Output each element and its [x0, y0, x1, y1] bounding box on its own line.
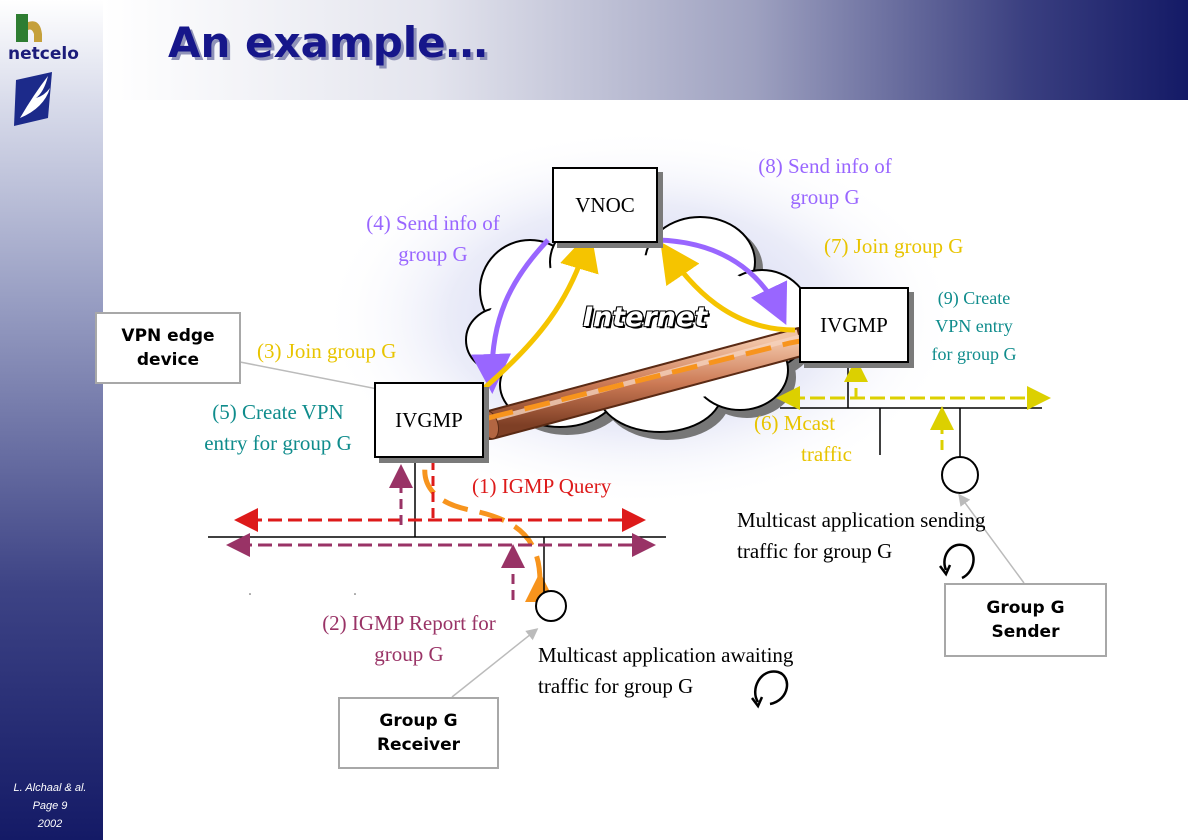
netcelo-logo-icon	[16, 14, 42, 42]
step-5-line1: (5) Create VPN	[212, 400, 344, 424]
step-3-label: (3) Join group G	[257, 339, 397, 363]
arrow-join-right	[660, 241, 796, 333]
sidebar-band	[0, 0, 103, 840]
vpn-edge-line2: device	[136, 350, 200, 370]
sender-line2: Sender	[991, 622, 1060, 642]
ivgmp-right-node: IVGMP	[799, 287, 909, 363]
ivgmp-left-node: IVGMP	[374, 382, 484, 458]
sender-pointer	[958, 493, 1025, 584]
step-7-label: (7) Join group G	[824, 234, 964, 258]
step-2-line2: group G	[374, 642, 444, 666]
vnoc-node: VNOC	[552, 167, 658, 243]
step-6-label: (6) Mcast traffic	[754, 408, 852, 470]
receiver-host-icon	[535, 590, 567, 622]
stray-dot	[249, 593, 251, 595]
netcelo-logo-text: netcelo	[8, 44, 79, 64]
receiver-loop-icon	[751, 670, 789, 709]
step-8-label: (8) Send info of group G	[734, 151, 916, 213]
footer-author: L. Alchaal & al.	[13, 782, 87, 794]
receiver-app-line2: traffic for group G	[538, 674, 694, 698]
receiver-line2: Receiver	[376, 735, 461, 755]
step-2-line1: (2) IGMP Report for	[322, 611, 496, 635]
arrow-send-info-left	[471, 238, 550, 394]
step-9-line3: for group G	[931, 344, 1017, 364]
receiver-callout: Group G Receiver	[338, 697, 499, 769]
step-1-label: (1) IGMP Query	[472, 474, 612, 498]
step-6-line2: traffic	[801, 442, 852, 466]
footer-page: Page 9	[32, 800, 68, 812]
sender-app-label: Multicast application sending traffic fo…	[737, 505, 985, 567]
step-9-line1: (9) Create	[937, 288, 1011, 308]
step-4-label: (4) Send info of group G	[340, 208, 526, 270]
receiver-line1: Group G	[379, 711, 458, 731]
sender-line1: Group G	[986, 598, 1065, 618]
vpn-edge-callout: VPN edge device	[95, 312, 241, 384]
step-8-line1: (8) Send info of	[758, 154, 892, 178]
sender-callout: Group G Sender	[944, 583, 1107, 657]
vpn-edge-line1: VPN edge	[121, 326, 215, 346]
step-4-line1: (4) Send info of	[366, 211, 500, 235]
sender-app-line1: Multicast application sending	[737, 508, 986, 532]
internet-label: Internet	[583, 302, 708, 333]
vpn-edge-pointer	[239, 361, 401, 398]
step-5-label: (5) Create VPN entry for group G	[180, 397, 376, 459]
receiver-pointer	[451, 628, 539, 698]
bird-logo-icon	[14, 72, 52, 126]
arrow-join-left	[480, 230, 599, 392]
step-5-line2: entry for group G	[204, 431, 352, 455]
step-9-label: (9) Create VPN entry for group G	[910, 284, 1038, 368]
step-6-line1: (6) Mcast	[754, 411, 836, 435]
footer-year: 2002	[37, 818, 63, 830]
title-bar	[103, 0, 1188, 100]
step-4-line2: group G	[398, 242, 468, 266]
receiver-app-line1: Multicast application awaiting	[538, 643, 794, 667]
sender-loop-icon	[939, 543, 975, 580]
receiver-app-label: Multicast application awaiting traffic f…	[538, 640, 793, 702]
step-2-label: (2) IGMP Report for group G	[298, 608, 520, 670]
stray-dot	[354, 593, 356, 595]
step-8-line2: group G	[790, 185, 860, 209]
step-9-line2: VPN entry	[935, 316, 1013, 336]
sender-app-line2: traffic for group G	[737, 539, 893, 563]
sender-host-icon	[941, 456, 979, 494]
slide-title: An example…	[168, 18, 488, 67]
